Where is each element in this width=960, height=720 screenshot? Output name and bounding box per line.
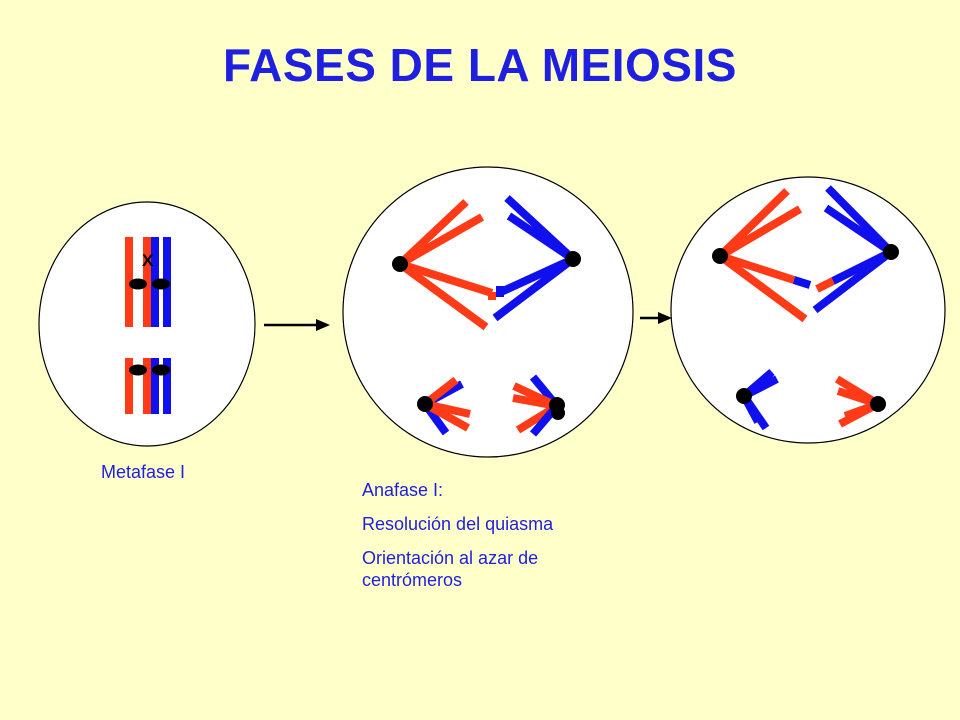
centromere: [129, 278, 147, 290]
cell-anaphase-i-variant: [670, 176, 946, 444]
chromatid-red: [718, 252, 796, 284]
arrow-right-icon: [640, 312, 672, 324]
chromatid-blue: [823, 204, 894, 256]
chromatid-red: [125, 358, 133, 414]
centromere: [736, 388, 752, 404]
centromere: [152, 278, 170, 290]
caption-metaphase: Metafase I: [101, 462, 186, 482]
chromatid-blue: [163, 358, 171, 414]
chromatid-blue: [499, 255, 575, 296]
cell-anaphase-i: [342, 166, 634, 458]
chromatid-red: [717, 252, 808, 323]
arrow-right-icon: [264, 319, 330, 331]
chromatid-red: [143, 237, 151, 327]
cell-membrane: [342, 166, 634, 458]
chromatid-red: [125, 237, 133, 327]
centromere: [129, 364, 147, 376]
chromatid-red: [398, 213, 484, 268]
caption-anaphase-note: Resolución del quiasma: [362, 514, 554, 534]
chromatid-red: [143, 358, 151, 414]
homologous-pair-lower: [125, 358, 171, 414]
cell-metaphase-i: X: [38, 201, 256, 447]
chromatid-blue: [151, 358, 159, 414]
centromere: [870, 396, 886, 412]
chiasma-mark: X: [142, 251, 154, 270]
homologous-pair-upper: X: [125, 237, 171, 327]
centromere: [417, 396, 433, 412]
chromatid-blue: [831, 248, 893, 285]
chromatid-blue: [792, 276, 812, 289]
centromere: [152, 364, 170, 376]
chromatid-red: [398, 260, 494, 297]
chromatid-red: [815, 277, 835, 293]
centromere: [883, 244, 899, 260]
chromatid-red: [717, 205, 803, 260]
chromatid-blue: [506, 212, 576, 263]
centromere: [712, 248, 728, 264]
centromere: [551, 406, 565, 420]
page-title: FASES DE LA MEIOSIS: [223, 39, 737, 91]
cell-membrane: [670, 176, 946, 444]
centromere: [565, 251, 581, 267]
caption-anaphase: Anafase I: Resolución del quiasma Orient…: [362, 479, 642, 591]
caption-anaphase-title: Anafase I:: [362, 480, 444, 500]
chromatid-red: [397, 260, 489, 331]
caption-anaphase-note: Orientación al azar de centrómeros: [362, 548, 539, 590]
centromere: [392, 256, 408, 272]
